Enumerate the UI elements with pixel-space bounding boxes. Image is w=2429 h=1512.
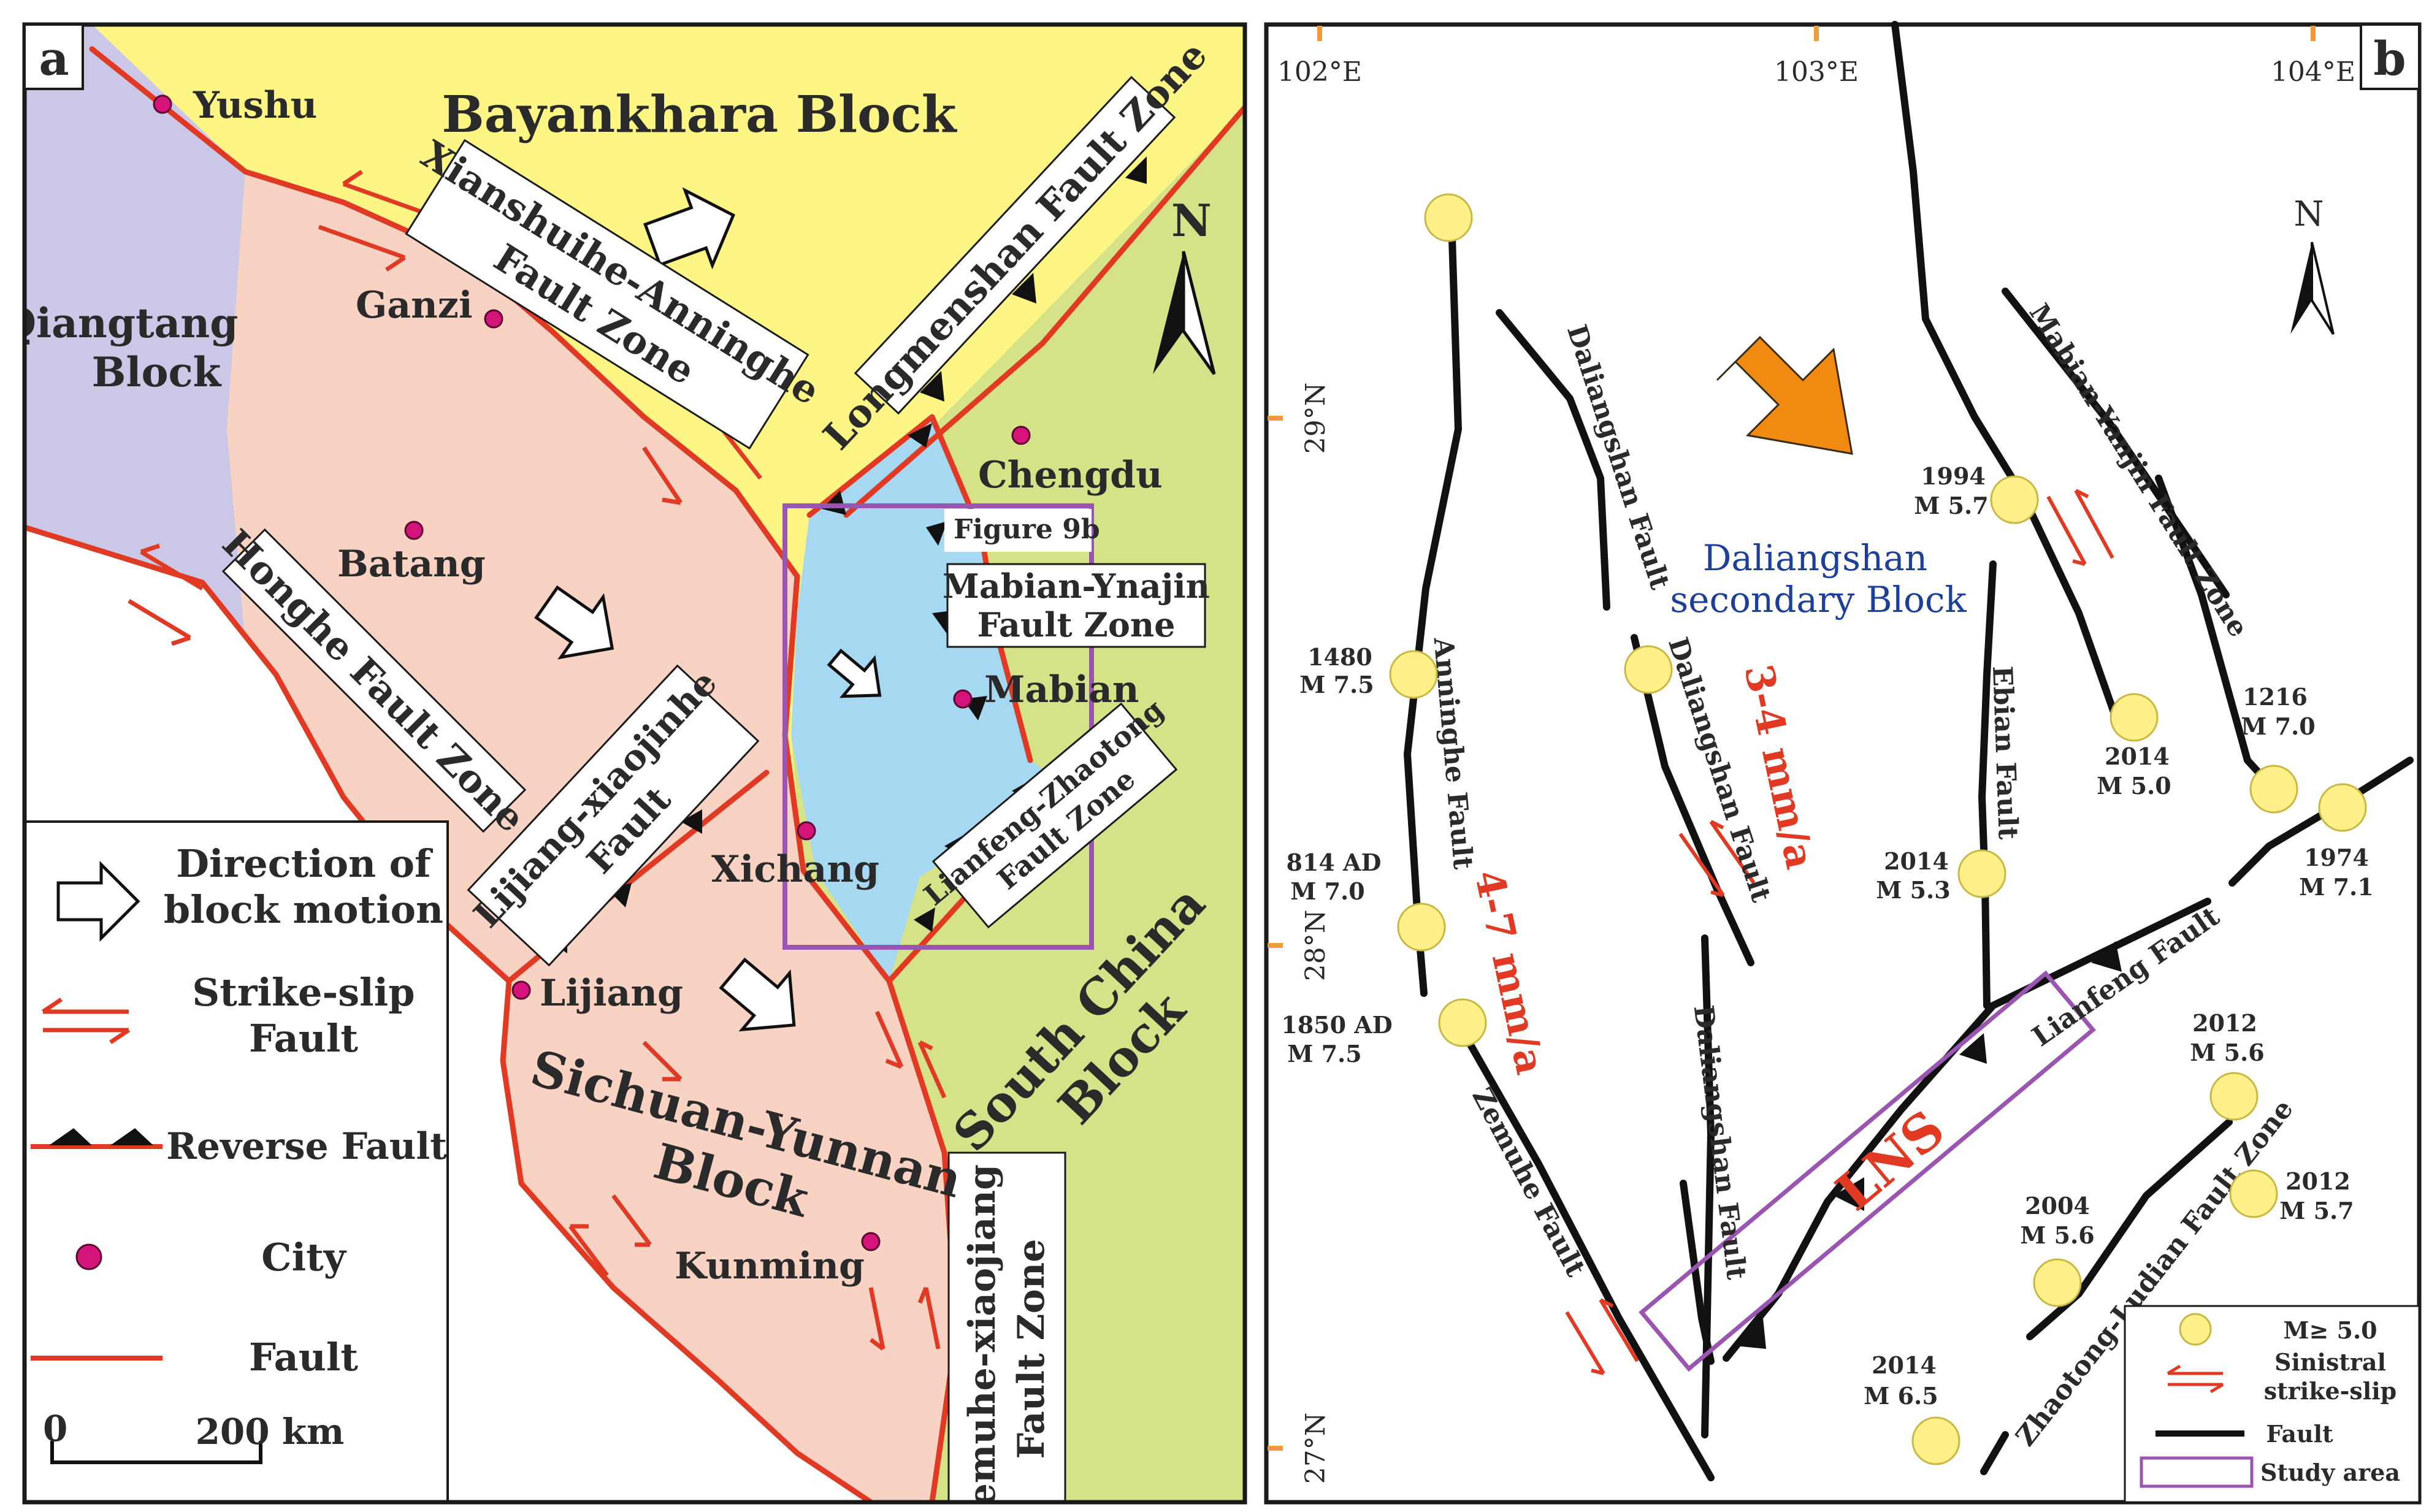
secondary-block-label-2: secondary Block: [1670, 579, 1967, 620]
legend-strike-2: Fault: [249, 1016, 358, 1061]
panel-b: b 102°E 103°E 104°E 29°N 28°N 27°N: [1264, 21, 2422, 1505]
svg-text:M 5.7: M 5.7: [2279, 1197, 2354, 1224]
svg-text:M 7.5: M 7.5: [1287, 1040, 1361, 1067]
lat-29: 29°N: [1300, 383, 1331, 454]
panel-b-letter: b: [2373, 31, 2406, 86]
legend-study-icon: [2140, 1456, 2254, 1488]
svg-text:814 AD: 814 AD: [1287, 849, 1382, 876]
mabian-label: Mabian-Ynajin Fault Zone: [943, 563, 1210, 648]
svg-text:2014: 2014: [1884, 847, 1949, 875]
scale-value: 200 km: [196, 1411, 345, 1453]
svg-text:1974: 1974: [2304, 844, 2369, 871]
svg-text:2012: 2012: [2192, 1009, 2257, 1037]
svg-text:Xichang: Xichang: [711, 848, 879, 891]
earthquakes: 1480 M 7.5 814 AD M 7.0 1850 AD M 7.5 19…: [1281, 193, 2374, 1465]
svg-text:Yushu: Yushu: [193, 84, 317, 127]
svg-text:M 6.5: M 6.5: [1864, 1382, 1938, 1410]
svg-text:Zemuhe-xiaojiang: Zemuhe-xiaojiang: [961, 1164, 1004, 1512]
svg-text:Batang: Batang: [337, 543, 486, 586]
svg-text:1216: 1216: [2243, 683, 2308, 711]
qiangtang-label-2: Block: [92, 348, 222, 396]
scale-zero: 0: [43, 1408, 67, 1449]
north-arrow-a: N: [1153, 194, 1216, 375]
svg-text:Fault Zone: Fault Zone: [977, 605, 1176, 644]
legend-fault-b: Fault: [2266, 1420, 2333, 1448]
qiangtang-region: [25, 25, 276, 674]
svg-text:Lijiang: Lijiang: [540, 972, 683, 1015]
legend-eq-icon: [2179, 1313, 2212, 1346]
sinistral-arrows: [1565, 489, 2114, 1375]
legend-a: Direction of block motion Strike-slip Fa…: [25, 820, 449, 1502]
svg-text:M 5.6: M 5.6: [2020, 1221, 2094, 1249]
svg-text:2014: 2014: [2105, 743, 2170, 770]
motion-arrow-b: [1716, 335, 1853, 455]
lat-27: 27°N: [1300, 1413, 1331, 1484]
svg-text:M 5.3: M 5.3: [1876, 876, 1950, 904]
legend-motion-1: Direction of: [176, 841, 433, 886]
north-arrow-b: N: [2290, 194, 2335, 335]
block-motion-arrows: [534, 187, 882, 1032]
svg-text:M 7.0: M 7.0: [2241, 712, 2315, 740]
cities: Yushu Ganzi Batang Chengdu Mabian Xichan…: [153, 84, 1163, 1288]
figure-9b-label: Figure 9b: [954, 514, 1100, 545]
legend-motion-icon: [56, 860, 140, 942]
legend-strike-icon: [42, 998, 130, 1044]
lat-28: 28°N: [1300, 910, 1331, 982]
north-label-b: N: [2294, 194, 2324, 234]
svg-text:M 7.5: M 7.5: [1299, 671, 1374, 698]
legend-b: M≥ 5.0 Sinistral strike-slip Fault Study…: [2124, 1305, 2420, 1503]
legend-fault: Fault: [249, 1335, 358, 1380]
svg-text:M 7.0: M 7.0: [1290, 877, 1364, 905]
svg-text:2004: 2004: [2025, 1192, 2090, 1220]
legend-city-icon: [75, 1243, 102, 1270]
svg-text:M 5.0: M 5.0: [2097, 772, 2171, 800]
svg-text:Fault Zone: Fault Zone: [1010, 1239, 1053, 1459]
svg-text:Kunming: Kunming: [675, 1245, 865, 1288]
svg-text:Mabian-Ynajin: Mabian-Ynajin: [943, 567, 1210, 606]
legend-study: Study area: [2260, 1459, 2400, 1486]
legend-sinistral-1: Sinistral: [2274, 1348, 2386, 1376]
legend-reverse: Reverse Fault: [166, 1125, 447, 1168]
north-label-a: N: [1171, 194, 1212, 246]
lianfeng-teeth: [1735, 941, 2122, 1349]
svg-text:Chengdu: Chengdu: [978, 454, 1163, 497]
legend-strike-1: Strike-slip: [192, 970, 415, 1015]
panel-a-frame: [22, 22, 1247, 1505]
legend-sinistral-2: strike-slip: [2264, 1377, 2397, 1405]
panel-a: Figure 9b N Xianshuihe-Anninghe Fault Zo…: [1, 22, 1247, 1512]
svg-text:1994: 1994: [1921, 462, 1986, 490]
lon-102: 102°E: [1277, 56, 1362, 88]
figure-9b-label-bg: [944, 509, 1092, 552]
legend-eq: M≥ 5.0: [2283, 1316, 2377, 1344]
svg-text:M 7.1: M 7.1: [2299, 873, 2373, 901]
svg-text:2012: 2012: [2286, 1167, 2351, 1195]
svg-text:Ganzi: Ganzi: [356, 284, 473, 327]
lon-104: 104°E: [2271, 56, 2355, 88]
legend-sinistral-icon: [2167, 1364, 2224, 1394]
panel-a-letter: a: [39, 31, 69, 86]
bayankhara-label: Bayankhara Block: [442, 85, 957, 144]
svg-text:1850 AD: 1850 AD: [1281, 1011, 1392, 1039]
qiangtang-label-1: Qiangtang: [1, 299, 239, 347]
svg-text:M 5.7: M 5.7: [1914, 492, 1988, 519]
graticule: 102°E 103°E 104°E 29°N 28°N 27°N: [1268, 26, 2355, 1484]
legend-city: City: [261, 1235, 347, 1280]
figure-9b-box: [782, 503, 1094, 950]
legend-motion-2: block motion: [164, 887, 443, 932]
svg-text:Ebian Fault: Ebian Fault: [1986, 665, 2024, 840]
svg-text:2014: 2014: [1872, 1351, 1937, 1379]
svg-text:Mabian: Mabian: [984, 668, 1139, 711]
zemuhe-label: Zemuhe-xiaojiang Fault Zone: [947, 1151, 1066, 1512]
panel-b-frame: [1264, 22, 2422, 1505]
daliangshan-secondary-region: [791, 417, 1067, 981]
secondary-block-label-1: Daliangshan: [1703, 537, 1927, 579]
svg-text:M 5.6: M 5.6: [2190, 1039, 2264, 1066]
svg-text:1480: 1480: [1307, 643, 1372, 671]
scale-bar: [50, 1441, 262, 1464]
lon-103: 103°E: [1774, 56, 1859, 88]
